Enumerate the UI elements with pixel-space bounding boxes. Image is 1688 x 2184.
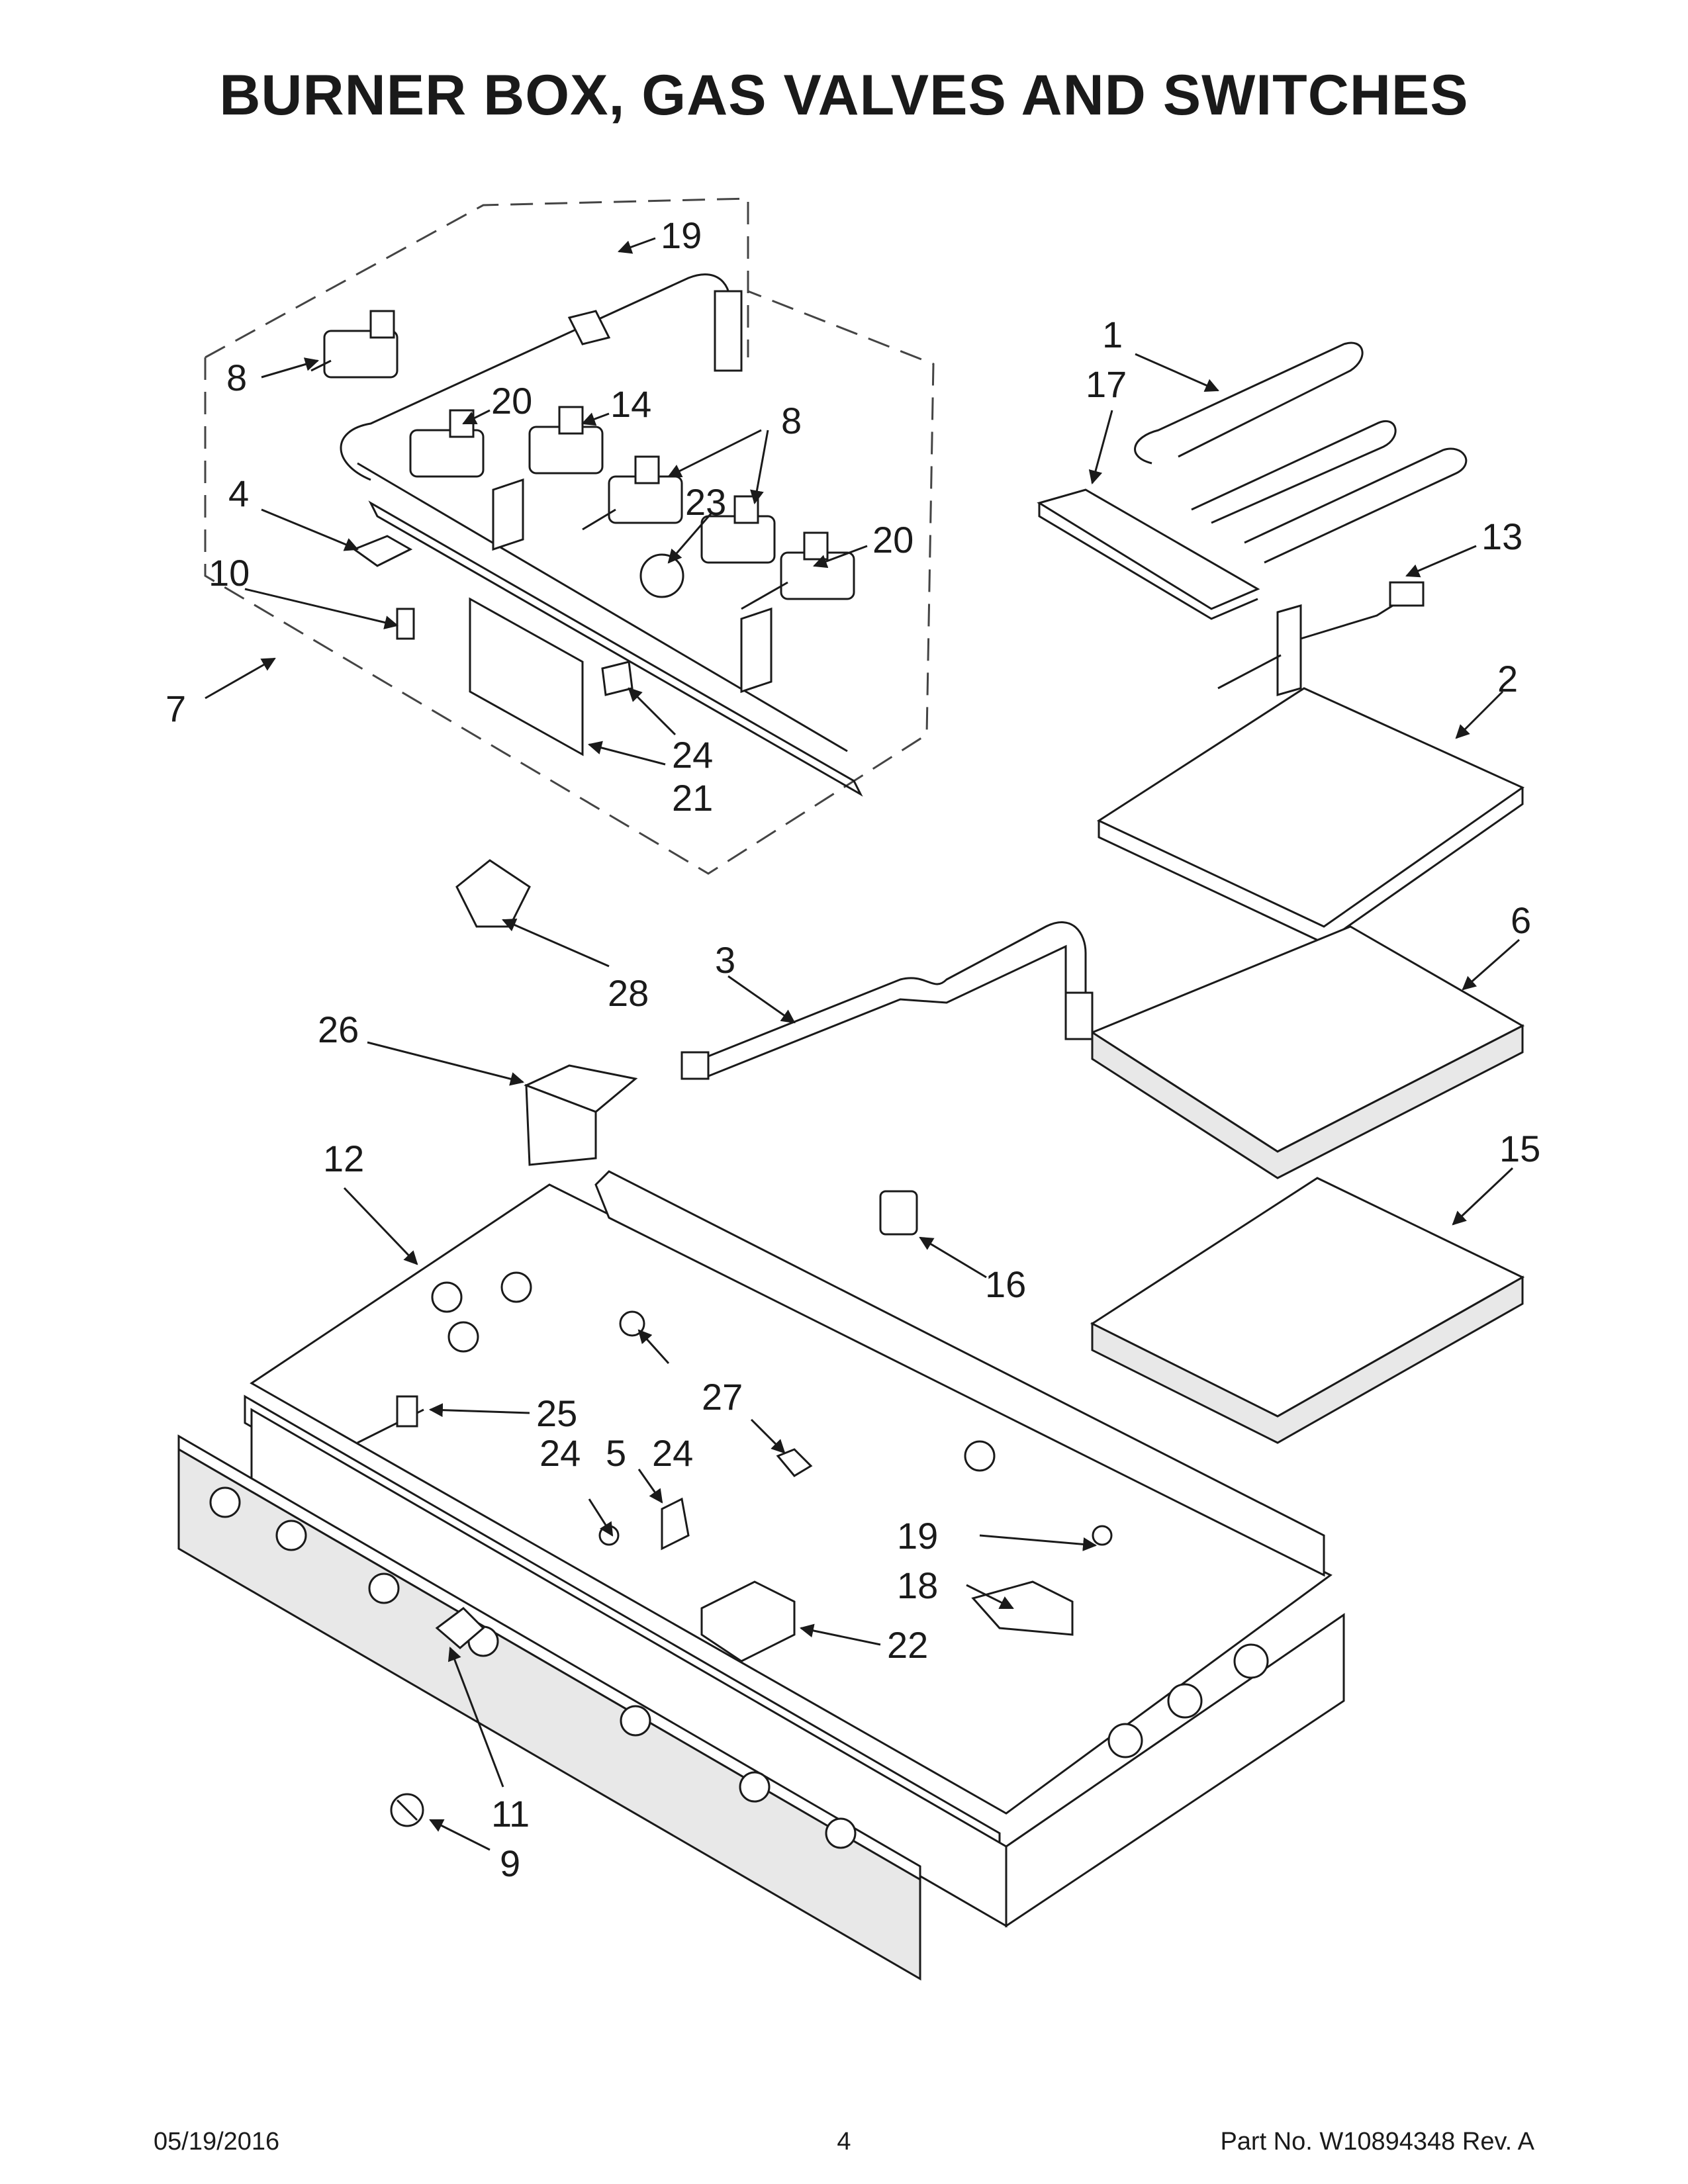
callout-8: 8	[226, 357, 247, 398]
gas-valve	[582, 455, 683, 531]
switch-relay	[455, 859, 531, 928]
callout-27: 27	[702, 1376, 743, 1418]
footer-date: 05/19/2016	[154, 2128, 280, 2156]
callout-20: 20	[491, 380, 532, 422]
callout-15: 15	[1499, 1128, 1540, 1169]
callout-14: 14	[610, 383, 651, 425]
callout-11: 11	[491, 1793, 530, 1835]
heating-element	[1134, 341, 1468, 564]
insulation-pad	[1090, 1177, 1525, 1444]
callout-12: 12	[323, 1138, 364, 1179]
callout-3: 3	[715, 939, 735, 981]
manifold-assembly	[204, 197, 935, 875]
callout-2: 2	[1497, 658, 1518, 700]
callout-1: 1	[1102, 314, 1123, 355]
pipe-fitting	[879, 1190, 918, 1236]
burner-box	[244, 1170, 1345, 1928]
callout-19: 19	[897, 1515, 938, 1557]
griddle-plate	[1090, 925, 1525, 1179]
footer-page-number: 4	[837, 2128, 851, 2156]
callout-23: 23	[685, 481, 726, 523]
drip-tray	[1037, 488, 1260, 620]
gas-supply-pipe	[680, 921, 1094, 1080]
callout-26: 26	[318, 1009, 359, 1050]
mounting-bracket	[524, 1064, 638, 1166]
gas-valve	[528, 406, 604, 475]
callout-24: 24	[539, 1432, 581, 1474]
callout-21: 21	[672, 777, 713, 819]
callout-24: 24	[672, 734, 713, 776]
callout-16: 16	[985, 1263, 1026, 1305]
control-panel	[177, 1434, 921, 1981]
griddle-pan	[1096, 687, 1525, 944]
page-title: BURNER BOX, GAS VALVES AND SWITCHES	[219, 64, 1469, 127]
gas-valve	[310, 310, 399, 379]
callout-6: 6	[1511, 899, 1531, 941]
igniter-sensor	[1217, 581, 1425, 696]
callout-13: 13	[1481, 516, 1523, 557]
box-hardware	[357, 1310, 1113, 1662]
callout-19: 19	[661, 214, 702, 256]
gas-valve	[741, 531, 855, 610]
leader-lines	[205, 237, 1520, 1851]
callout-17: 17	[1086, 363, 1127, 405]
callout-labels: 19 8 20 14 8 23 20 4 10 7 24 21 1 17 13 …	[165, 214, 1540, 1884]
callout-25: 25	[536, 1392, 577, 1434]
callout-10: 10	[209, 552, 250, 594]
callout-9: 9	[500, 1843, 520, 1884]
knob	[390, 1793, 424, 1827]
callout-8: 8	[781, 400, 802, 441]
callout-20: 20	[872, 519, 914, 561]
callout-7: 7	[165, 688, 186, 729]
callout-28: 28	[608, 972, 649, 1014]
callout-5: 5	[606, 1432, 626, 1474]
callout-24: 24	[652, 1432, 693, 1474]
gas-valve	[409, 409, 485, 478]
callout-22: 22	[887, 1624, 928, 1666]
footer-part-number: Part No. W10894348 Rev. A	[1220, 2128, 1534, 2156]
callout-4: 4	[228, 473, 249, 514]
callout-18: 18	[897, 1565, 938, 1606]
